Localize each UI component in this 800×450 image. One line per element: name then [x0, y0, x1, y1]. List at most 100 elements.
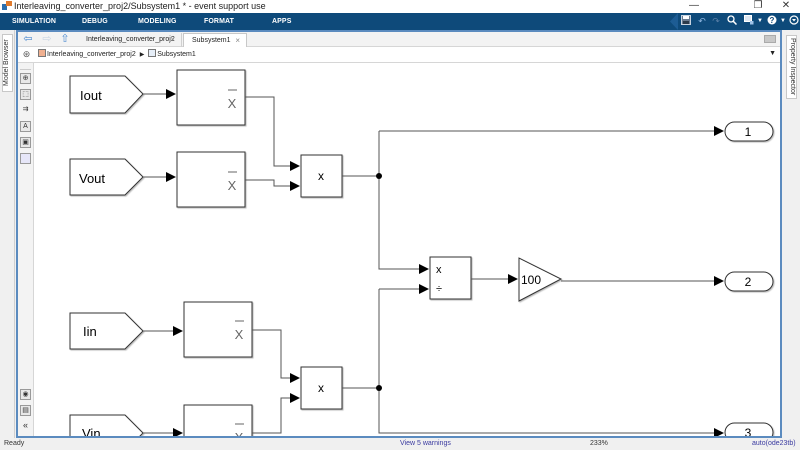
- signal-line[interactable]: [252, 393, 300, 434]
- camera-icon[interactable]: ◉: [20, 389, 31, 400]
- tab-debug[interactable]: DEBUG: [82, 18, 108, 25]
- annotation-icon[interactable]: A: [20, 121, 31, 132]
- product-block-in[interactable]: x: [300, 366, 343, 410]
- collapse-palette-icon[interactable]: «: [22, 420, 28, 430]
- breadcrumb: Interleaving_converter_proj2 ▶ Subsystem…: [38, 49, 196, 61]
- inport-iout[interactable]: Iout: [69, 75, 144, 114]
- signal-line[interactable]: [245, 96, 300, 171]
- model-icon: [38, 49, 46, 57]
- divide-block[interactable]: x ÷: [429, 256, 472, 300]
- route-lines-icon[interactable]: ⇉: [22, 106, 29, 113]
- inport-label: Vout: [79, 171, 105, 186]
- svg-text:?: ?: [770, 16, 775, 25]
- breadcrumb-bar: ⊛ Interleaving_converter_proj2 ▶ Subsyst…: [18, 47, 780, 63]
- tab-modeling[interactable]: MODELING: [138, 18, 177, 25]
- view-warnings-link[interactable]: View 5 warnings: [400, 440, 451, 447]
- breadcrumb-item-model[interactable]: Interleaving_converter_proj2: [47, 51, 136, 58]
- close-button[interactable]: ✕: [781, 0, 791, 11]
- mean-symbol: X: [228, 178, 237, 193]
- signal-line[interactable]: [378, 289, 724, 438]
- outport-label: 3: [745, 426, 752, 436]
- mean-block-vout[interactable]: X: [176, 151, 246, 208]
- inport-vin[interactable]: Vin: [69, 414, 144, 450]
- branch-point: [376, 385, 382, 391]
- tab-label: Subsystem1: [192, 37, 231, 44]
- undo-icon[interactable]: ↶: [698, 16, 706, 26]
- block-diagram: Iout Vout Iin Vin X: [69, 69, 774, 450]
- solver-link[interactable]: auto(ode23tb): [752, 440, 796, 447]
- status-bar: Ready View 5 warnings 233% auto(ode23tb): [0, 438, 800, 450]
- breadcrumb-item-subsystem[interactable]: Subsystem1: [157, 51, 196, 58]
- back-button[interactable]: ⇦: [23, 33, 33, 45]
- tab-apps[interactable]: APPS: [272, 18, 292, 25]
- breadcrumb-dropdown-icon[interactable]: ▼: [769, 50, 776, 57]
- quick-access-toolbar: ↶ ↷ ▼ ? ▼: [670, 13, 800, 30]
- divide-input2-label: ÷: [436, 283, 442, 295]
- help-icon[interactable]: ?: [766, 15, 778, 28]
- divide-input1-label: x: [436, 264, 442, 276]
- tab-subsystem1[interactable]: Subsystem1 ×: [183, 33, 247, 47]
- hide-tabs-icon[interactable]: [764, 35, 776, 43]
- inport-label: Iin: [83, 324, 97, 339]
- hide-explorer-bar-icon[interactable]: ⊛: [22, 49, 31, 59]
- tool-palette: ⊕ ⬚ ⇉ A ▣ ◉ ▤ «: [18, 63, 34, 436]
- signal-line[interactable]: [245, 179, 300, 191]
- minimize-button[interactable]: —: [689, 0, 699, 11]
- outport-label: 2: [745, 275, 752, 289]
- save-icon[interactable]: [680, 15, 692, 28]
- outport-3[interactable]: 3: [724, 422, 774, 443]
- signal-lines: [143, 89, 724, 438]
- mean-symbol: X: [235, 327, 244, 342]
- forward-button[interactable]: ⇨: [42, 33, 52, 45]
- fit-to-view-icon[interactable]: ⬚: [20, 89, 31, 100]
- property-inspector-tab[interactable]: Property Inspector: [786, 35, 797, 99]
- branch-point: [376, 173, 382, 179]
- signal-line[interactable]: [378, 131, 429, 274]
- image-icon[interactable]: ▣: [20, 137, 31, 148]
- zoom-icon[interactable]: ⊕: [20, 73, 31, 84]
- minimize-ribbon-icon[interactable]: [788, 15, 800, 28]
- mean-block-iout[interactable]: X: [176, 69, 246, 126]
- tab-format[interactable]: FORMAT: [204, 18, 235, 25]
- up-to-parent-button[interactable]: ⇧: [60, 33, 70, 45]
- screenshot-dropdown-icon[interactable]: ▼: [757, 18, 763, 24]
- area-icon[interactable]: [20, 153, 31, 164]
- window-title: Interleaving_converter_proj2/Subsystem1 …: [14, 1, 266, 11]
- product-block-out[interactable]: x: [300, 154, 343, 198]
- restore-button[interactable]: ❐: [753, 0, 763, 11]
- tab-interleaving-converter-proj2[interactable]: Interleaving_converter_proj2 ×: [78, 33, 182, 47]
- product-label: x: [318, 169, 324, 183]
- inport-iin[interactable]: Iin: [69, 312, 144, 350]
- mean-symbol: X: [235, 430, 244, 436]
- close-tab-icon[interactable]: ×: [170, 35, 175, 44]
- model-editor: ⇦ ⇨ ⇧ Interleaving_converter_proj2 × Sub…: [16, 30, 782, 450]
- diagram-canvas[interactable]: Iout Vout Iin Vin X: [35, 63, 780, 450]
- search-icon[interactable]: [726, 15, 738, 28]
- outport-1[interactable]: 1: [724, 121, 774, 142]
- tab-label: Interleaving_converter_proj2: [86, 36, 175, 43]
- inport-label: Iout: [80, 88, 102, 103]
- mean-symbol: X: [228, 96, 237, 111]
- breadcrumb-separator-icon: ▶: [139, 52, 145, 58]
- subsystem-icon: [148, 49, 157, 57]
- inport-label: Vin: [82, 426, 101, 436]
- gain-value: 100: [521, 273, 541, 287]
- redo-icon[interactable]: ↷: [712, 16, 720, 26]
- model-browser-tab[interactable]: Model Browser: [2, 34, 13, 92]
- signal-line[interactable]: [252, 329, 300, 383]
- property-icon[interactable]: ▤: [20, 405, 31, 416]
- outport-2[interactable]: 2: [724, 271, 774, 292]
- editor-tab-bar: ⇦ ⇨ ⇧ Interleaving_converter_proj2 × Sub…: [18, 32, 780, 47]
- inport-vout[interactable]: Vout: [69, 158, 144, 196]
- simulink-app-icon: [2, 1, 12, 10]
- product-label: x: [318, 381, 324, 395]
- gain-block[interactable]: 100: [518, 257, 563, 302]
- screenshot-icon[interactable]: [742, 15, 756, 28]
- help-dropdown-icon[interactable]: ▼: [780, 18, 786, 24]
- mean-block-iin[interactable]: X: [183, 301, 253, 358]
- close-tab-icon[interactable]: ×: [235, 36, 240, 45]
- mean-block-vin[interactable]: X: [183, 404, 253, 450]
- left-side-strip: Model Browser: [0, 30, 15, 438]
- tab-simulation[interactable]: SIMULATION: [12, 18, 57, 25]
- ribbon-bar: SIMULATION DEBUG MODELING FORMAT APPS ↶ …: [0, 13, 800, 30]
